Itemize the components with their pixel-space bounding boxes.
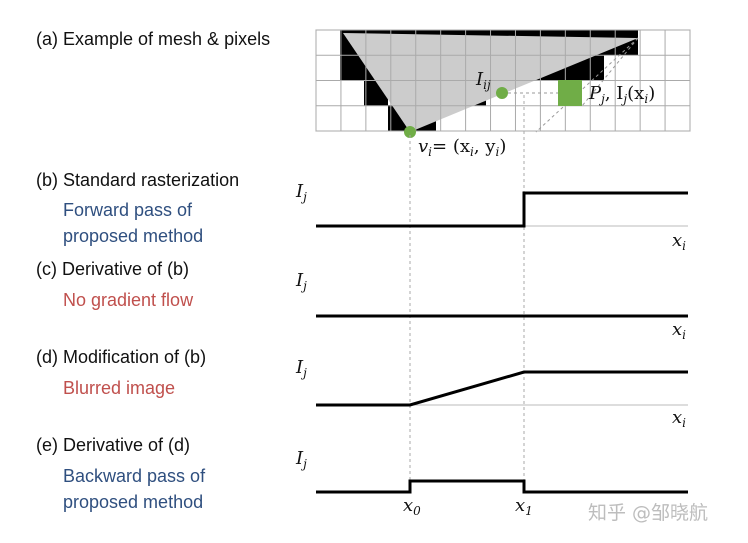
plot-b (316, 191, 688, 228)
label-e-note: Backward pass of proposed method (63, 466, 206, 512)
plot-e (316, 479, 688, 494)
watermark: 知乎 @邹晓航 (588, 502, 709, 524)
x0-label: x0 (403, 495, 421, 519)
label-d-note: Blurred image (63, 378, 176, 398)
vertex-point (404, 126, 416, 138)
plot-b-x-label: xi (672, 230, 686, 254)
label-b-note: Forward pass of proposed method (63, 200, 204, 246)
vertex-label: vi= (xi, yi) (418, 136, 507, 160)
label-c-note: No gradient flow (63, 290, 194, 310)
x1-label: x1 (515, 495, 533, 519)
plot-d-y-label: Ij (296, 357, 307, 381)
vertical-guides (409, 95, 525, 492)
label-b: (b) Standard rasterization (36, 170, 240, 190)
plot-c-x-label: xi (672, 319, 686, 343)
pixel-label: Pj, Ij(xi) (589, 83, 656, 107)
label-d: (d) Modification of (b) (36, 347, 207, 367)
target-pixel (558, 80, 582, 106)
label-c: (c) Derivative of (b) (36, 259, 190, 279)
intersection-label: Iij (476, 69, 491, 93)
plot-d (316, 370, 688, 407)
plot-c-y-label: Ij (296, 270, 307, 294)
label-e: (e) Derivative of (d) (36, 435, 191, 455)
plot-e-y-label: Ij (296, 448, 307, 472)
pixel-grid-lines (315, 29, 691, 132)
label-a: (a) Example of mesh & pixels (36, 29, 271, 49)
plot-b-y-label: Ij (296, 181, 307, 205)
plot-d-x-label: xi (672, 407, 686, 431)
intersection-point (496, 87, 508, 99)
